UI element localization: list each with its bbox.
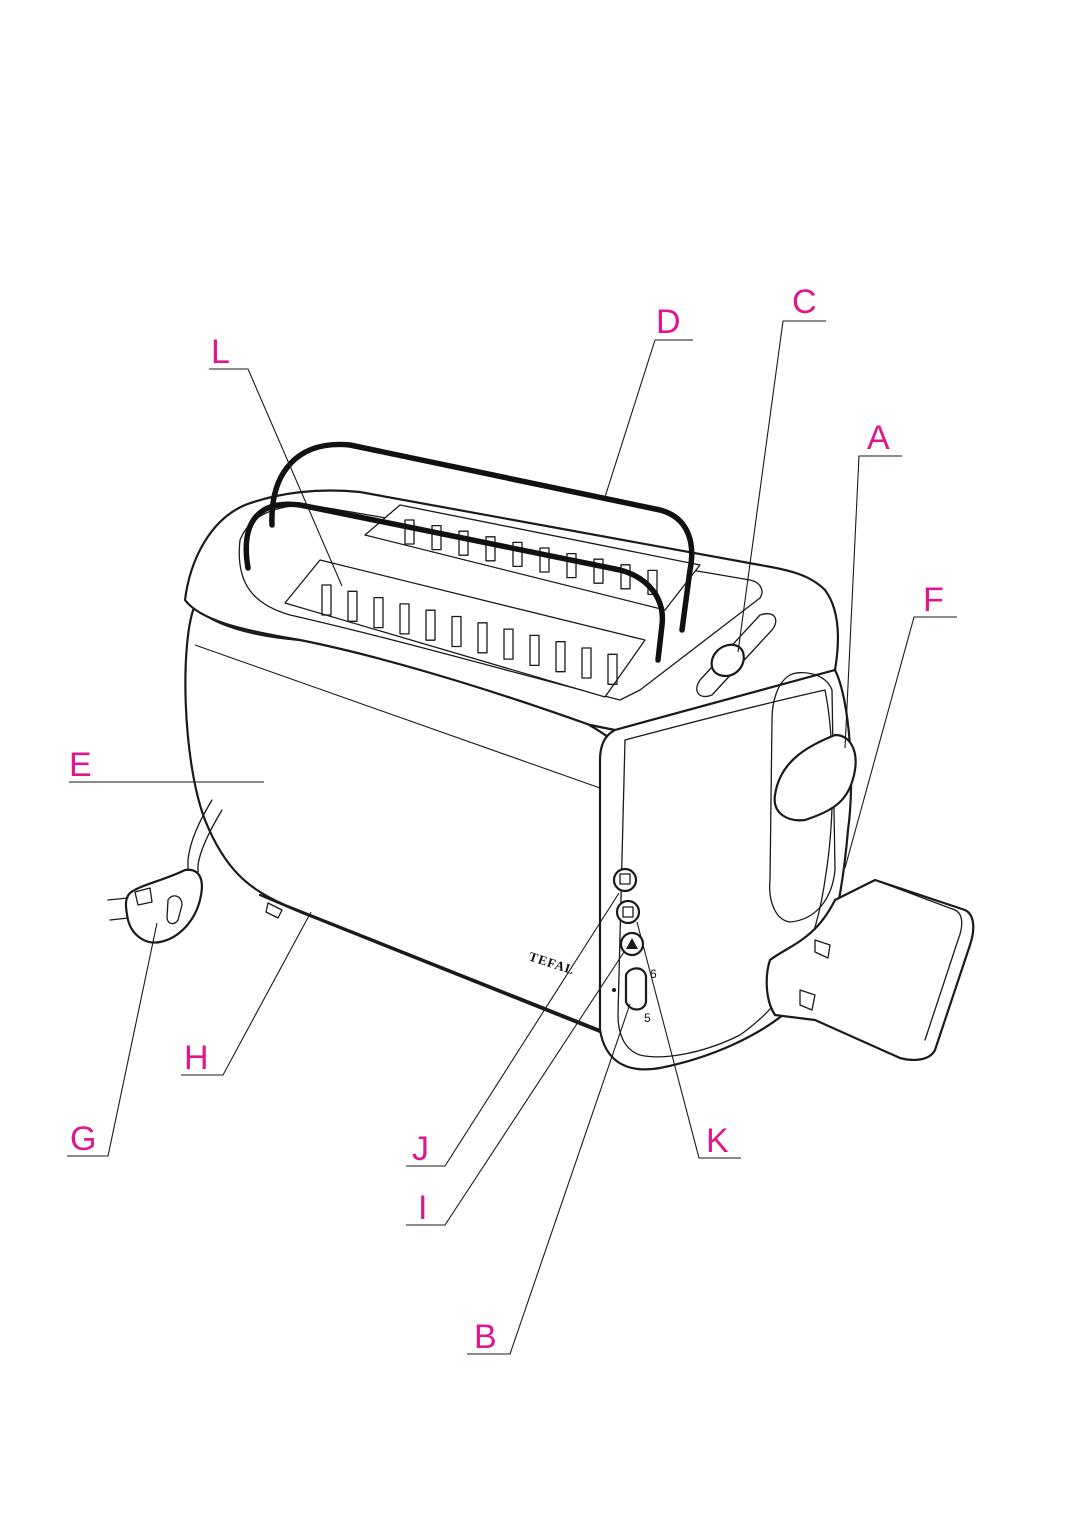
callout-L: L	[211, 333, 230, 371]
browning-dial: 6 5	[612, 967, 657, 1025]
dial-number-lower: 5	[644, 1011, 651, 1025]
grill-slat	[399, 603, 410, 635]
side-lever	[773, 733, 857, 822]
grill-slat	[607, 653, 618, 685]
callout-K: K	[706, 1122, 729, 1160]
callout-E: E	[69, 746, 92, 784]
leader-C	[737, 320, 826, 653]
grill-slat	[485, 536, 496, 562]
grill-slat	[425, 609, 436, 641]
leader-L	[209, 368, 343, 587]
rear-slot	[364, 504, 701, 611]
grill-slat	[451, 615, 462, 648]
grill-slat	[593, 558, 604, 584]
callout-I: I	[418, 1189, 427, 1227]
dial-number-upper: 6	[650, 967, 657, 981]
grill-slat	[321, 584, 332, 616]
crumb-tray-grip	[799, 939, 831, 1011]
grill-slat	[431, 524, 442, 551]
callout-H: H	[184, 1039, 209, 1077]
crumb-tray-top	[874, 879, 963, 1041]
defrost-button	[615, 899, 641, 925]
side-bevel	[617, 689, 834, 1058]
power-cord	[187, 799, 213, 871]
grill-slat	[503, 628, 514, 660]
leader-H	[181, 911, 312, 1076]
grill-slat	[404, 519, 415, 545]
grill-slat	[347, 590, 358, 622]
bun-rack-front	[243, 501, 666, 663]
toaster: 6 5 TEFAL	[107, 441, 975, 1071]
power-cord-2	[197, 809, 223, 873]
base	[258, 893, 602, 1034]
callout-J: J	[412, 1130, 429, 1168]
bun-rack-rear	[269, 441, 695, 633]
front-slot	[284, 559, 646, 698]
callout-C: C	[792, 283, 817, 321]
reheat-button	[612, 867, 638, 893]
plug-pins	[107, 887, 183, 925]
grill-slat	[512, 541, 523, 568]
side-lever-recess	[769, 672, 836, 923]
callout-A: A	[867, 419, 890, 457]
grill-slat	[539, 547, 550, 573]
leader-D	[604, 339, 693, 498]
callout-D: D	[656, 303, 681, 341]
stop-button	[619, 931, 645, 957]
grill-slat	[581, 647, 592, 679]
callout-F: F	[923, 581, 944, 619]
callout-B: B	[474, 1318, 497, 1356]
grill-slat	[529, 634, 540, 667]
crumb-tray	[765, 878, 975, 1061]
leader-B	[467, 1003, 631, 1355]
foot	[265, 902, 283, 919]
grill-slat	[373, 596, 384, 629]
leader-F	[844, 616, 957, 869]
grill-slat	[555, 641, 566, 673]
callout-labels: L D C A F E H G J K I B	[69, 283, 944, 1356]
grill-slat	[458, 530, 469, 556]
leader-J	[406, 892, 620, 1167]
grill-slat	[566, 552, 577, 579]
grill-slat	[477, 622, 488, 654]
grill-slat	[620, 564, 631, 590]
leader-A	[844, 455, 902, 749]
plug	[124, 868, 203, 944]
housing-edge-line	[194, 644, 601, 789]
leader-G	[67, 922, 158, 1157]
leader-I	[406, 951, 625, 1226]
leader-K	[636, 921, 741, 1159]
callout-G: G	[70, 1120, 96, 1158]
front-slot-grill	[321, 584, 618, 685]
lever-knob	[710, 643, 745, 678]
leader-lines	[67, 320, 957, 1355]
